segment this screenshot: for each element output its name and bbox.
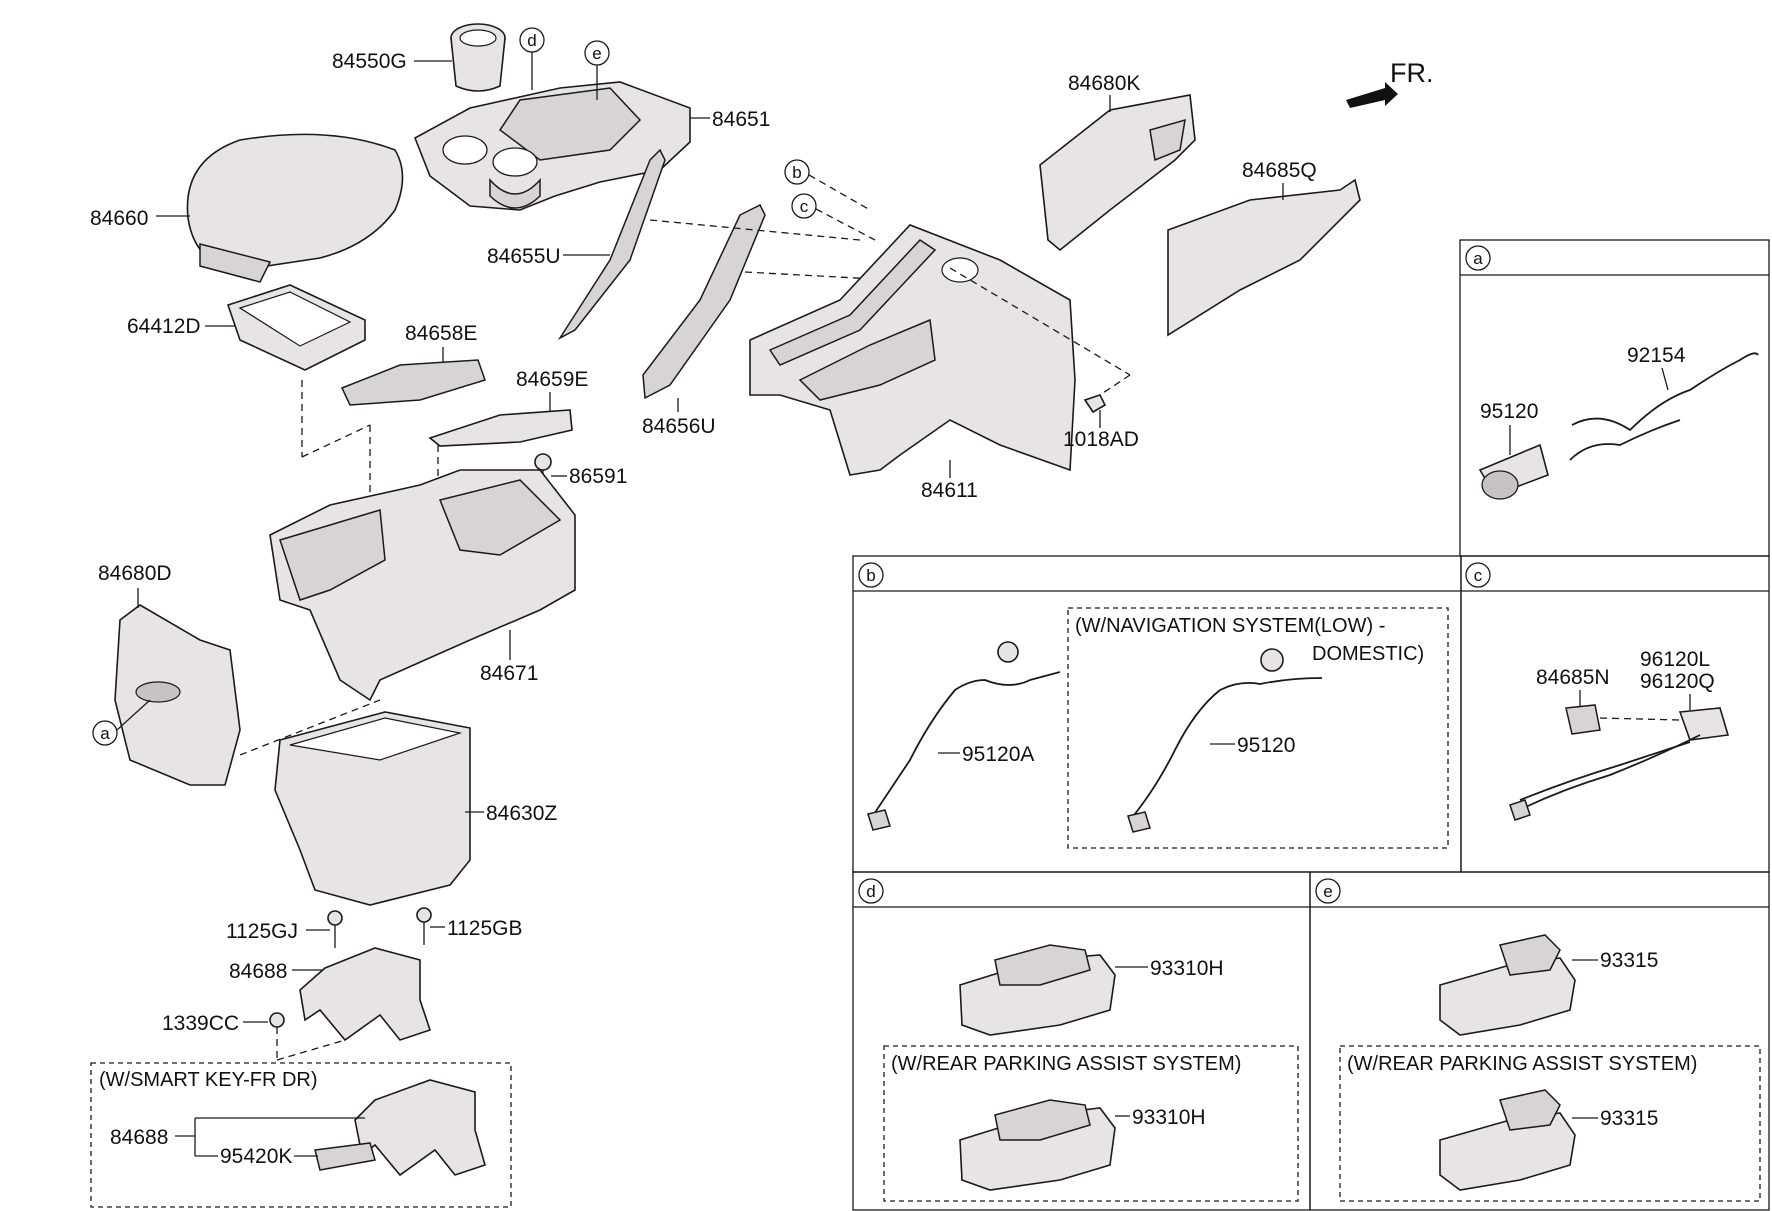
- side-panel-84685Q: [1167, 178, 1361, 337]
- cup-holder: [450, 23, 506, 92]
- shifter-bezel: [413, 81, 691, 211]
- svg-text:b: b: [792, 163, 801, 182]
- part-label-84680D: 84680D: [98, 562, 172, 585]
- switch-93310H: [959, 944, 1116, 1036]
- smart-key-box: (W/SMART KEY-FR DR) 84688 95420K: [90, 1062, 512, 1208]
- part-label-64412D: 64412D: [127, 315, 201, 338]
- side-panel-84680K: [1039, 94, 1196, 252]
- nav-caption-line1: (W/NAVIGATION SYSTEM(LOW) -: [1075, 615, 1385, 637]
- detail-panel-c: c 84685N 96120L 96120Q: [1460, 555, 1770, 873]
- part-label-84658E: 84658E: [405, 322, 477, 345]
- storage-box: [274, 711, 471, 906]
- nut-1339CC: [269, 1012, 285, 1028]
- side-trim-84656U: [642, 203, 766, 400]
- clip-1018AD: [1083, 394, 1107, 414]
- bolt-1125GJ: [327, 910, 343, 948]
- svg-text:a: a: [100, 724, 110, 743]
- part-label-95420K: 95420K: [220, 1145, 292, 1168]
- panel-c-label-84685N: 84685N: [1536, 666, 1610, 689]
- smart-key-caption: (W/SMART KEY-FR DR): [99, 1069, 318, 1091]
- svg-text:e: e: [592, 44, 601, 63]
- callout-b-main: b: [784, 159, 871, 211]
- panel-b-label-95120A: 95120A: [962, 743, 1034, 766]
- part-label-1125GJ: 1125GJ: [226, 920, 298, 943]
- part-label-84685Q: 84685Q: [1242, 159, 1317, 182]
- panel-e-label-93315-rear: 93315: [1600, 1107, 1658, 1130]
- part-label-84688-smart-key: 84688: [110, 1126, 168, 1149]
- detail-panel-a: a 92154 95120: [1459, 239, 1770, 557]
- callout-e: e: [584, 40, 610, 100]
- panel-c-label-96120Q: 96120Q: [1640, 670, 1715, 693]
- switch-93315-rear-parking: [1439, 1089, 1576, 1191]
- side-trim-84655U: [557, 148, 666, 341]
- svg-text:a: a: [1473, 249, 1483, 268]
- part-label-84651: 84651: [712, 108, 770, 131]
- front-arrow-icon: [1346, 82, 1398, 108]
- svg-text:d: d: [527, 31, 536, 50]
- panel-a-label-95120: 95120: [1480, 400, 1538, 423]
- part-label-84630Z: 84630Z: [486, 802, 557, 825]
- rear-panel: [114, 604, 241, 786]
- part-label-84550G: 84550G: [332, 50, 407, 73]
- detail-panel-b: b 95120A (W/NAVIGATION SYSTEM(LOW) - DOM…: [852, 555, 1462, 873]
- callout-a-main: a: [92, 699, 151, 746]
- panel-c-label-96120L: 96120L: [1640, 648, 1710, 671]
- part-label-84659E: 84659E: [516, 368, 588, 391]
- switch-93315: [1439, 934, 1576, 1036]
- panel-a-label-92154: 92154: [1627, 344, 1686, 367]
- part-label-84660: 84660: [90, 207, 148, 230]
- part-label-1339CC: 1339CC: [162, 1012, 239, 1035]
- callout-c-main: c: [791, 193, 876, 241]
- svg-text:c: c: [1474, 566, 1483, 585]
- bolt-1125GB: [416, 907, 432, 945]
- panel-d-label-93310H: 93310H: [1150, 957, 1224, 980]
- front-direction-indicator: FR.: [1346, 58, 1434, 108]
- rear-parking-caption-d: (W/REAR PARKING ASSIST SYSTEM): [891, 1053, 1241, 1075]
- storage-tray: [226, 284, 366, 371]
- part-label-84680K: 84680K: [1068, 72, 1140, 95]
- part-label-84656U: 84656U: [642, 415, 716, 438]
- switch-93310H-rear-parking: [959, 1099, 1116, 1191]
- rear-parking-caption-e: (W/REAR PARKING ASSIST SYSTEM): [1347, 1053, 1697, 1075]
- part-label-86591: 86591: [569, 465, 627, 488]
- part-label-84671: 84671: [480, 662, 538, 685]
- part-label-84611: 84611: [921, 479, 978, 502]
- part-label-1125GB: 1125GB: [447, 917, 523, 940]
- part-label-84688: 84688: [229, 960, 287, 983]
- console-body: [269, 469, 576, 702]
- panel-e-label-93315: 93315: [1600, 949, 1658, 972]
- trim-panel-84659E: [428, 409, 573, 447]
- panel-b-label-95120: 95120: [1237, 734, 1295, 757]
- detail-panel-e: e 93315 (W/REAR PARKING ASSIST SYSTEM) 9…: [1309, 871, 1770, 1211]
- svg-text:e: e: [1323, 882, 1332, 901]
- callout-d: d: [519, 27, 545, 90]
- power-outlet-95120: [1478, 443, 1549, 500]
- armrest-lid: [186, 133, 404, 283]
- part-label-84655U: 84655U: [487, 245, 561, 268]
- part-label-1018AD: 1018AD: [1063, 428, 1139, 451]
- nav-caption-line2: DOMESTIC): [1312, 643, 1424, 665]
- bracket-84688: [299, 947, 432, 1042]
- svg-text:c: c: [800, 197, 809, 216]
- console-frame: [749, 224, 1076, 476]
- svg-text:b: b: [866, 566, 875, 585]
- detail-panel-d: d 93310H (W/REAR PARKING ASSIST SYSTEM) …: [852, 871, 1311, 1211]
- svg-text:d: d: [866, 882, 875, 901]
- trim-panel-84658E: [340, 359, 486, 406]
- panel-d-label-93310H-rear: 93310H: [1132, 1106, 1206, 1129]
- front-label: FR.: [1390, 58, 1434, 88]
